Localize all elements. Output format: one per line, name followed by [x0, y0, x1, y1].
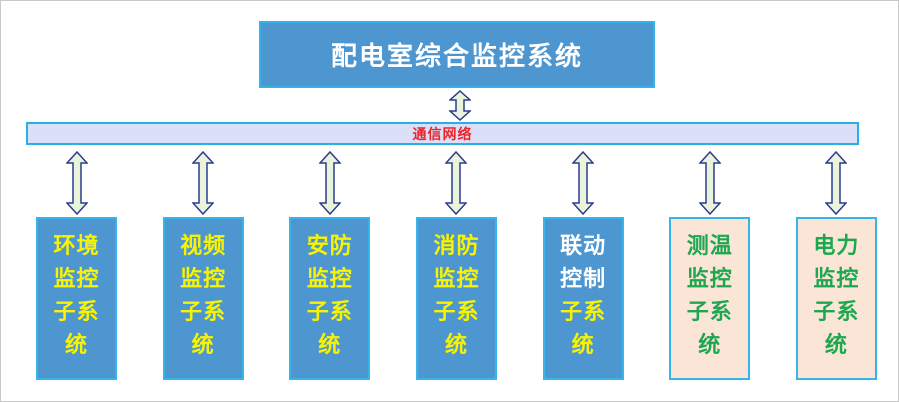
subsystem-box-power: 电力监控子系统 [795, 217, 877, 380]
network-bus-label: 通信网络 [412, 126, 473, 143]
subsystem-label-line: 监控 [686, 267, 733, 292]
subsystem-label-line: 联动 [560, 234, 607, 259]
subsystem-column-power: 电力监控子系统 [795, 150, 877, 380]
subsystem-box-fire: 消防监控子系统 [415, 217, 497, 380]
subsystem-label-line: 视频 [180, 234, 227, 259]
subsystem-label-line: 统 [318, 333, 342, 358]
subsystem-box-temperature: 测温监控子系统 [669, 217, 751, 380]
subsystem-label-line: 子系 [560, 300, 607, 325]
subsystem-box-linkage-control: 联动控制子系统 [542, 217, 624, 380]
subsystem-label-line: 环境 [53, 234, 100, 259]
subsystem-column-temperature: 测温监控子系统 [669, 150, 751, 380]
bidirectional-arrow-icon [64, 150, 89, 216]
bidirectional-arrow-icon [448, 89, 472, 122]
bidirectional-arrow-icon [191, 150, 215, 216]
subsystem-row: 环境监控子系统视频监控子系统安防监控子系统消防监控子系统联动控制子系统测温监控子… [36, 150, 877, 380]
bidirectional-arrow-icon [698, 150, 722, 216]
subsystem-label-line: 统 [824, 333, 848, 358]
subsystem-label-line: 子系 [686, 300, 733, 325]
subsystem-box-environment: 环境监控子系统 [36, 217, 117, 380]
subsystem-label-line: 统 [191, 333, 215, 358]
bidirectional-arrow-icon [824, 150, 849, 216]
network-bus-bar: 通信网络 [26, 122, 859, 145]
subsystem-label-line: 统 [571, 333, 595, 358]
main-system-box: 配电室综合监控系统 [259, 21, 655, 88]
subsystem-label-line: 监控 [813, 267, 860, 292]
subsystem-label-line: 子系 [813, 300, 860, 325]
subsystem-label-line: 监控 [53, 267, 100, 292]
subsystem-label-line: 电力 [813, 234, 860, 259]
subsystem-label-line: 控制 [560, 267, 607, 292]
subsystem-label-line: 测温 [686, 234, 733, 259]
subsystem-label-line: 统 [444, 333, 468, 358]
subsystem-column-environment: 环境监控子系统 [36, 150, 117, 380]
subsystem-label-line: 统 [698, 333, 722, 358]
subsystem-column-fire: 消防监控子系统 [415, 150, 497, 380]
subsystem-label-line: 监控 [306, 267, 353, 292]
subsystem-column-linkage-control: 联动控制子系统 [542, 150, 624, 380]
bidirectional-arrow-icon [571, 150, 595, 216]
subsystem-label-line: 子系 [306, 300, 353, 325]
subsystem-label-line: 子系 [53, 300, 100, 325]
subsystem-box-security: 安防监控子系统 [289, 217, 371, 380]
subsystem-label-line: 监控 [433, 267, 480, 292]
subsystem-label-line: 监控 [180, 267, 227, 292]
subsystem-label-line: 统 [64, 333, 88, 358]
bidirectional-arrow-icon [318, 150, 342, 216]
subsystem-label-line: 安防 [306, 234, 353, 259]
bidirectional-arrow-icon [444, 150, 469, 216]
subsystem-label-line: 子系 [180, 300, 227, 325]
subsystem-label-line: 消防 [433, 234, 480, 259]
subsystem-column-security: 安防监控子系统 [289, 150, 371, 380]
subsystem-label-line: 子系 [433, 300, 480, 325]
main-system-label: 配电室综合监控系统 [330, 42, 583, 72]
subsystem-column-video: 视频监控子系统 [162, 150, 244, 380]
subsystem-box-video: 视频监控子系统 [162, 217, 244, 380]
